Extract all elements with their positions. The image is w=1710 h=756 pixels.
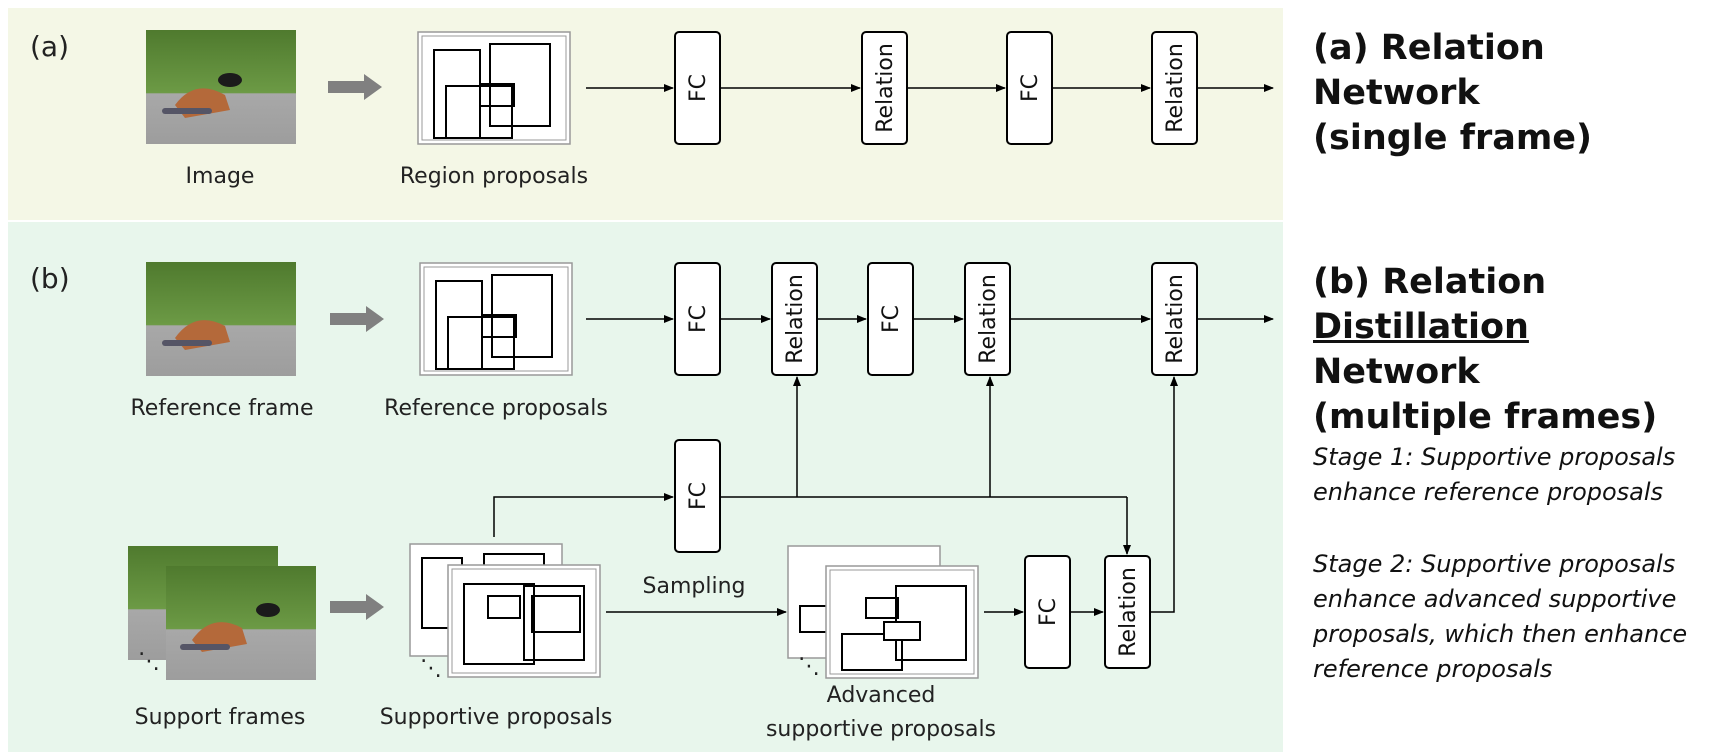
legend-b-title-prefix: (b) Relation	[1313, 262, 1547, 302]
legend-a-title-line1: (a) Relation Network	[1313, 28, 1545, 113]
a-fc-block-1: FC	[674, 31, 721, 145]
grey-arrow-b-bottom	[330, 594, 384, 620]
support-frames-label: Support frames	[135, 705, 306, 730]
svg-text:FC: FC	[879, 305, 904, 333]
supportive-proposals-box	[409, 543, 601, 678]
reference-frame-thumbnail	[146, 262, 296, 376]
stage2-line4: reference proposals	[1313, 655, 1553, 683]
support-frames-ellipsis: ⋱	[138, 649, 160, 674]
b-relation-block-1: Relation	[771, 262, 818, 376]
grey-arrow-a	[328, 74, 382, 100]
legend-b-title-line3: (multiple frames)	[1313, 397, 1658, 437]
svg-text:FC: FC	[686, 305, 711, 333]
b-fc-block-middle: FC	[674, 439, 721, 553]
svg-text:FC: FC	[686, 74, 711, 102]
image-thumbnail	[146, 30, 296, 144]
b-relation-block-3: Relation	[1151, 262, 1198, 376]
legend-b-title: (b) Relation Distillation Network (multi…	[1313, 260, 1710, 440]
stage1-line2: enhance reference proposals	[1313, 478, 1664, 506]
b-relation-block-2: Relation	[964, 262, 1011, 376]
support-frames-thumbnail	[128, 546, 316, 680]
b-arrows	[493, 315, 1274, 616]
svg-text:Relation: Relation	[873, 43, 898, 133]
legend-b-title-line1: (b) Relation Distillation	[1313, 260, 1710, 350]
b-fc-block-1: FC	[674, 262, 721, 376]
advanced-label-line1: Advanced	[827, 683, 936, 708]
svg-text:Relation: Relation	[783, 274, 808, 364]
sampling-label: Sampling	[643, 574, 746, 599]
reference-proposals-label: Reference proposals	[384, 396, 608, 421]
advanced-label-line2: supportive proposals	[766, 717, 996, 742]
stage2-line1: Stage 2: Supportive proposals	[1313, 550, 1676, 578]
b-fc-block-2: FC	[867, 262, 914, 376]
grey-arrow-b-top	[330, 306, 384, 332]
supportive-proposals-label: Supportive proposals	[380, 705, 613, 730]
a-fc-block-2: FC	[1006, 31, 1053, 145]
region-proposals-box	[417, 31, 571, 145]
panel-a-tag: (a)	[30, 30, 69, 63]
b-fc-block-bottom: FC	[1024, 555, 1071, 669]
legend-b-title-line2: Network	[1313, 352, 1480, 392]
b-relation-block-bottom: Relation	[1104, 555, 1151, 669]
svg-text:FC: FC	[1018, 74, 1043, 102]
stage1-line1: Stage 1: Supportive proposals	[1313, 443, 1676, 471]
stage2-note: Stage 2: Supportive proposals enhance ad…	[1313, 547, 1687, 687]
stage1-note: Stage 1: Supportive proposals enhance re…	[1313, 440, 1675, 510]
legend-b-title-underlined: Distillation	[1313, 307, 1529, 347]
legend-a-title-line2: (single frame)	[1313, 118, 1593, 158]
legend-a-title: (a) Relation Network (single frame)	[1313, 26, 1710, 161]
image-label: Image	[186, 164, 255, 189]
svg-text:Relation: Relation	[976, 274, 1001, 364]
advanced-proposals-ellipsis: ⋱	[798, 654, 820, 679]
a-relation-block-1: Relation	[861, 31, 908, 145]
panel-b-tag: (b)	[30, 262, 70, 295]
svg-text:FC: FC	[1036, 598, 1061, 626]
stage2-line2: enhance advanced supportive	[1313, 585, 1677, 613]
stage2-line3: proposals, which then enhance	[1313, 620, 1688, 648]
svg-text:FC: FC	[686, 482, 711, 510]
a-relation-block-2: Relation	[1151, 31, 1198, 145]
svg-text:Relation: Relation	[1163, 274, 1188, 364]
reference-frame-label: Reference frame	[130, 396, 313, 421]
svg-text:Relation: Relation	[1116, 567, 1141, 657]
reference-proposals-box	[419, 262, 573, 376]
region-proposals-label: Region proposals	[400, 164, 588, 189]
advanced-proposals-box	[787, 545, 979, 679]
svg-text:Relation: Relation	[1163, 43, 1188, 133]
supportive-proposals-ellipsis: ⋱	[420, 656, 442, 681]
